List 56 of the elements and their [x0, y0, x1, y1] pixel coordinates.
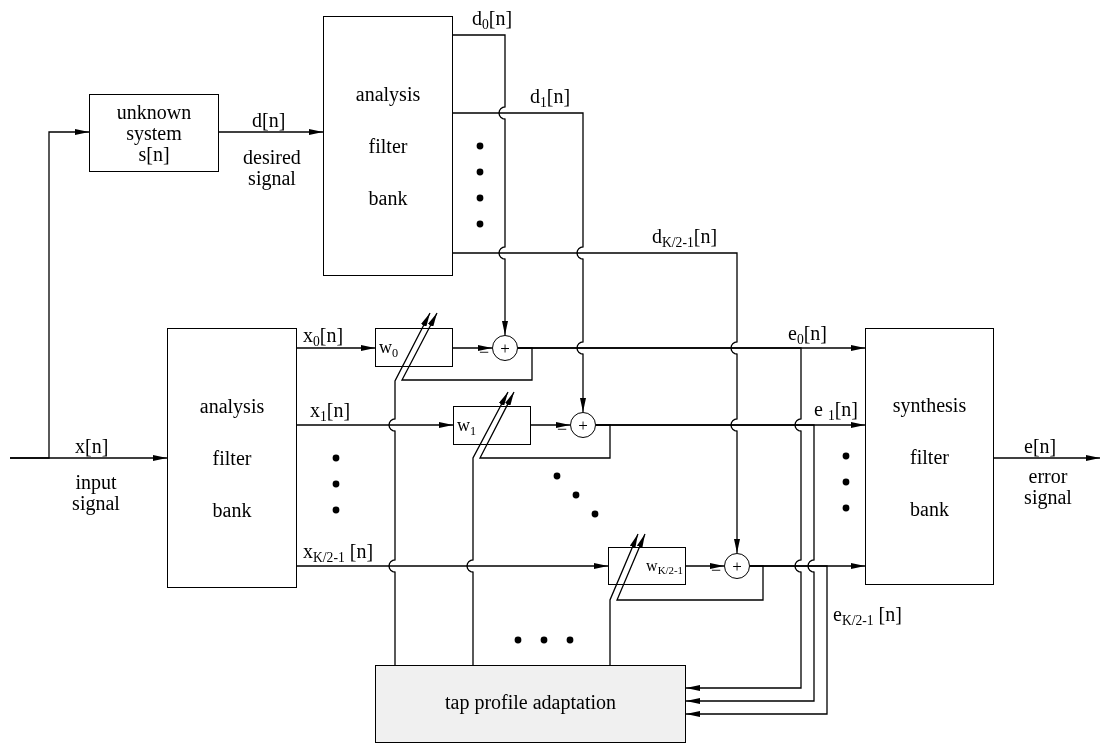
arrow	[452, 345, 493, 351]
edge-label: e[n]	[1024, 436, 1057, 456]
signal-label: error signal	[1023, 466, 1073, 508]
edge-label: x$_{1}$[n]	[310, 400, 351, 420]
arrow	[388, 312, 431, 666]
edge-label: e $_{1}$[n]	[814, 399, 858, 419]
arrow	[478, 391, 611, 459]
node-label: w$_{1}$	[456, 415, 477, 436]
node-label: +	[500, 339, 510, 357]
filter-bank-box	[167, 328, 297, 588]
arrow	[685, 565, 828, 717]
edge-label: x[n]	[75, 436, 109, 456]
edge-label: x$_{0}$[n]	[303, 325, 344, 345]
node-label: tap profile adaptation	[444, 691, 616, 714]
arrow	[609, 533, 639, 666]
node-label: analysis filter bank	[199, 394, 265, 523]
arrow	[9, 129, 90, 459]
arrow	[400, 312, 533, 381]
arrow	[685, 563, 725, 569]
edge-label: d$_{0}$[n]	[472, 8, 513, 28]
edge-label: d$_{1}$[n]	[530, 86, 571, 106]
arrow	[452, 34, 508, 336]
sign-label: −	[711, 561, 722, 579]
node-label: w$_{K/2-1}$	[645, 557, 684, 575]
edge-label: d[n]	[252, 110, 286, 130]
node-label: unknown system s[n]	[116, 101, 192, 165]
arrow	[466, 391, 509, 666]
sign-label: −	[479, 343, 490, 361]
node-label: w$_{0}$	[378, 337, 399, 358]
arrow	[530, 422, 571, 428]
process-box	[89, 94, 219, 172]
node-label: synthesis filter bank	[892, 392, 967, 522]
arrow	[218, 129, 324, 135]
process-box	[375, 665, 686, 743]
signal-label: input signal	[71, 472, 121, 514]
arrow	[993, 455, 1101, 461]
edge-label: d$_{K/2-1}$[n]	[652, 226, 718, 246]
edge-label: x$_{K/2-1}$ [n]	[303, 541, 374, 561]
weight-box	[608, 547, 686, 585]
sign-label: −	[557, 420, 568, 438]
weight-box	[375, 328, 453, 367]
node-label: +	[732, 557, 742, 575]
arrow	[452, 252, 740, 554]
edge-label: e$_{0}$[n]	[788, 323, 827, 343]
node-label: analysis filter bank	[355, 82, 421, 211]
edge-label: e$_{K/2-1}$ [n]	[833, 604, 902, 624]
arrow	[296, 563, 609, 569]
weight-box	[453, 406, 531, 445]
signal-label: desired signal	[242, 147, 302, 189]
filter-bank-box	[323, 16, 453, 276]
arrow	[452, 112, 586, 413]
filter-bank-box	[865, 328, 994, 585]
arrow	[296, 422, 454, 428]
arrow	[616, 533, 764, 601]
arrow	[296, 345, 376, 351]
node-label: +	[578, 416, 588, 434]
